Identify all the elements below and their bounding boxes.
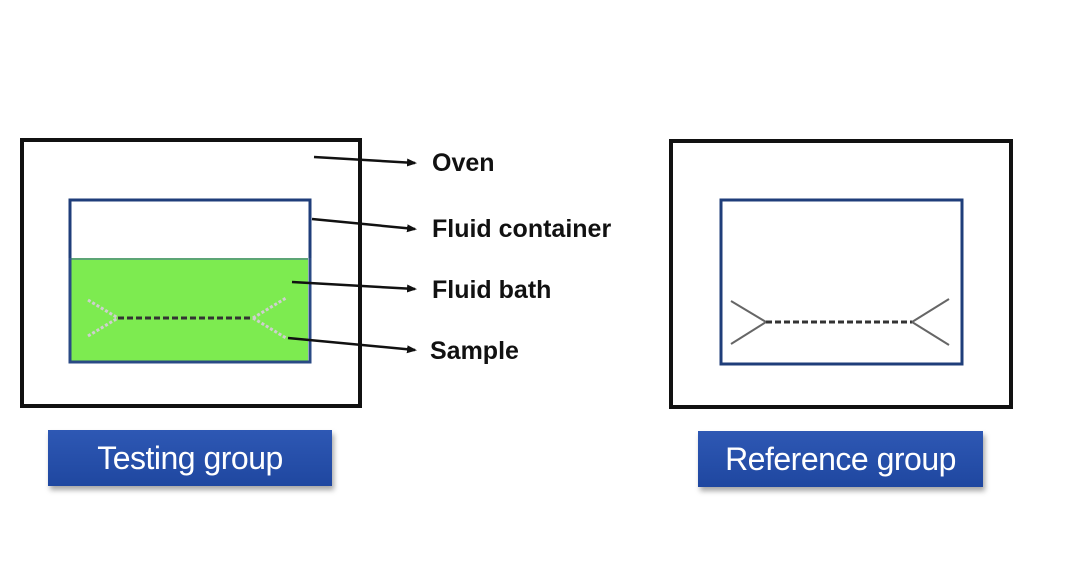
- testing-group-badge: Testing group: [48, 430, 332, 486]
- fluid-container-label: Fluid container: [432, 215, 612, 243]
- oven-label: Oven: [432, 149, 495, 177]
- testing-sample: [87, 296, 287, 340]
- reference-fluid-container: [719, 198, 964, 366]
- testing-setup: [20, 138, 417, 408]
- sample-label: Sample: [430, 337, 519, 365]
- fluid-bath-arrow: [291, 280, 417, 293]
- sample-arrow: [287, 336, 417, 354]
- reference-group-badge: Reference group: [698, 431, 983, 487]
- fluid-bath-label: Fluid bath: [432, 276, 552, 304]
- reference-sample: [730, 298, 950, 346]
- fluid-container-arrow: [311, 217, 417, 233]
- reference-setup: [669, 139, 1013, 409]
- testing-fluid-container: [68, 198, 312, 258]
- oven-arrow: [313, 155, 417, 167]
